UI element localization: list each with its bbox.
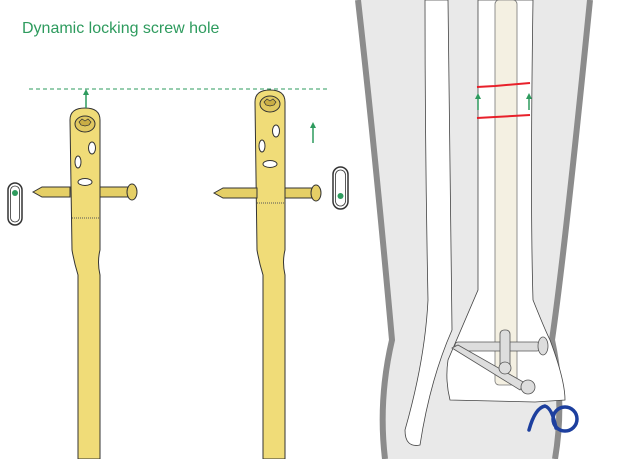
slot-hole-icon bbox=[332, 166, 349, 210]
figure-title: Dynamic locking screw hole bbox=[22, 20, 220, 37]
screw-left bbox=[31, 183, 138, 201]
slot-hole-icon bbox=[7, 182, 23, 226]
nail-after bbox=[254, 89, 286, 459]
screw-right bbox=[212, 184, 322, 202]
leg-illustration bbox=[355, 0, 620, 459]
ao-logo bbox=[527, 404, 579, 433]
fracture-lines bbox=[476, 82, 531, 119]
nail-before bbox=[69, 107, 101, 459]
